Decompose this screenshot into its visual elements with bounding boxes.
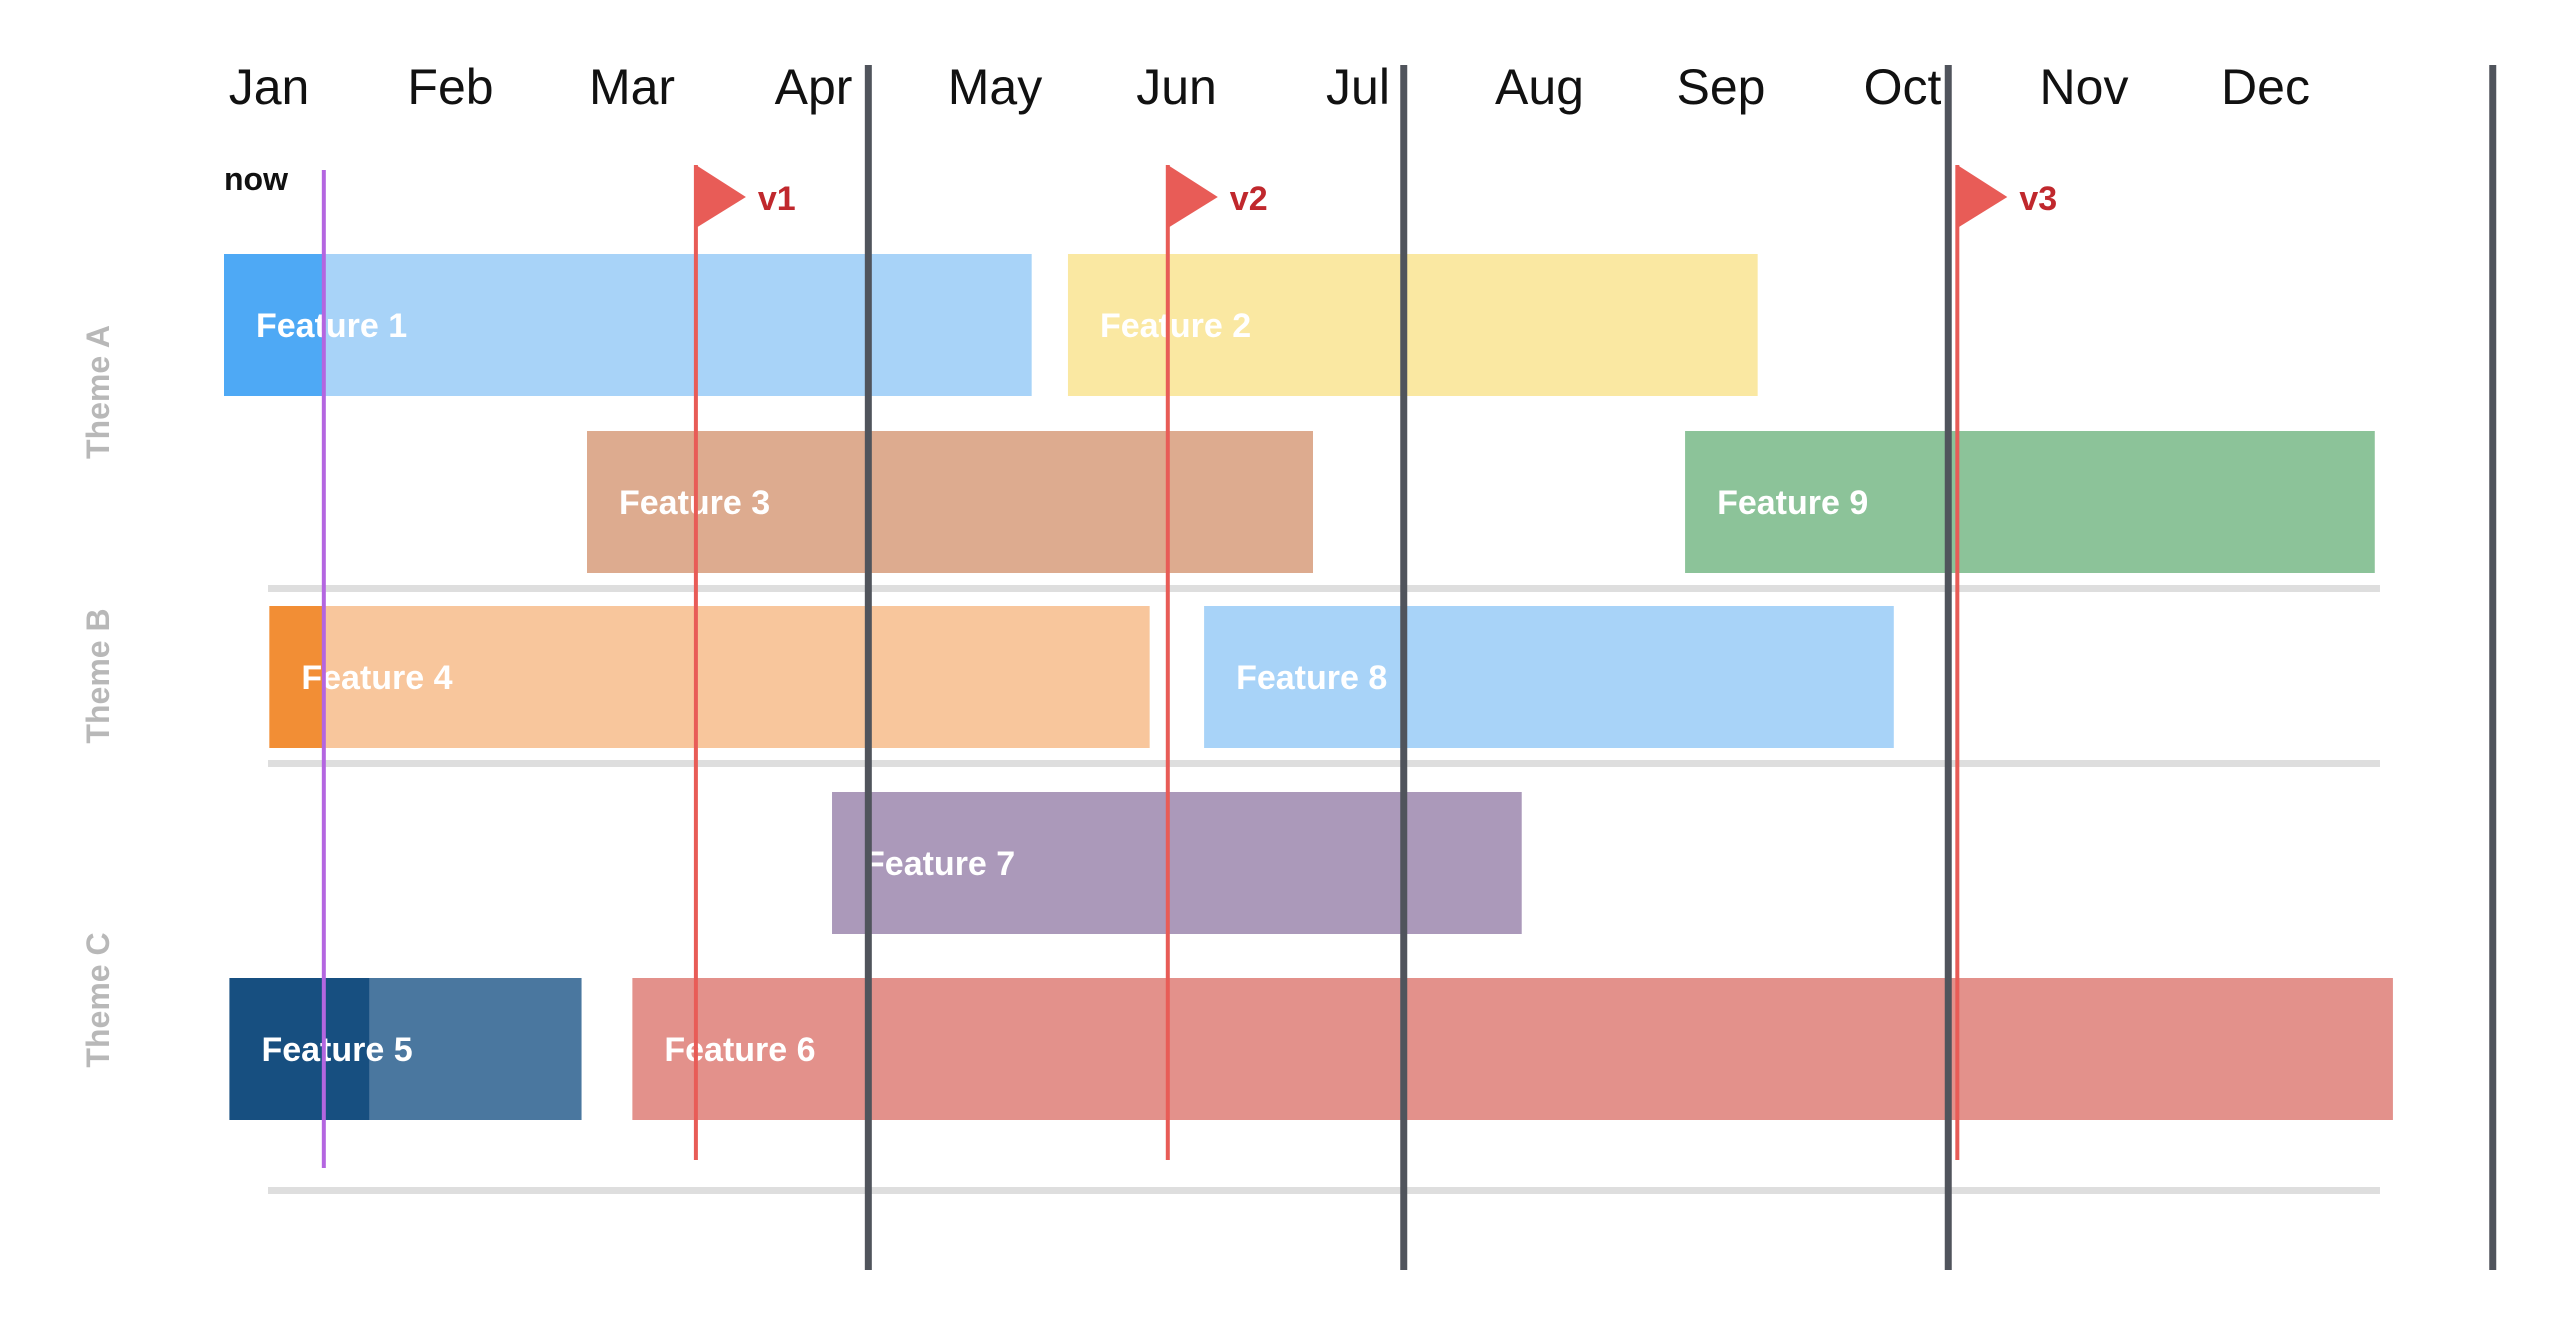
feature-bar: [224, 254, 1032, 396]
release-marker: v2: [1165, 165, 1268, 1160]
quarter-lines: [864, 65, 2497, 1270]
lane-dividers: [268, 585, 2380, 1194]
feature-bar: [632, 978, 2393, 1120]
feature-label: Feature 6: [664, 1031, 815, 1069]
release-flag-icon: [1167, 165, 1218, 228]
month-label: Mar: [589, 59, 675, 115]
lane-divider: [268, 1187, 2380, 1194]
feature-bars: Feature 1 Feature 2 Feature 3 Feature 9 Feat…: [224, 254, 2393, 1120]
feature-bar-group: Feature 8: [1204, 606, 1894, 748]
release-flag-icon: [695, 165, 746, 228]
month-label: Aug: [1495, 59, 1584, 115]
feature-label: Feature 5: [261, 1031, 412, 1069]
lane-divider: [268, 585, 2380, 592]
month-label: Apr: [775, 59, 853, 115]
month-label: May: [948, 59, 1042, 115]
feature-bar-group: Feature 9: [1685, 431, 2375, 573]
feature-bar-group: Feature 6: [632, 978, 2393, 1120]
month-label: Sep: [1677, 59, 1766, 115]
feature-label: Feature 8: [1236, 659, 1387, 697]
release-marker: v1: [693, 165, 796, 1160]
theme-label: Theme C: [80, 932, 116, 1067]
feature-label: Feature 9: [1717, 484, 1868, 522]
month-label: Jun: [1136, 59, 1217, 115]
release-label: v2: [1230, 180, 1268, 218]
feature-bar-group: Feature 7: [832, 792, 1522, 934]
feature-bar: [269, 606, 1150, 748]
feature-bar: [1685, 431, 2375, 573]
theme-labels: Theme A Theme B Theme C: [80, 325, 116, 1068]
release-flag-icon: [1957, 165, 2008, 228]
feature-bar: [1204, 606, 1894, 748]
feature-label: Feature 1: [256, 307, 407, 345]
feature-bar-group: Feature 2: [1067, 254, 1758, 396]
feature-bar: [587, 431, 1313, 573]
feature-bar-group: Feature 3: [587, 431, 1313, 573]
feature-progress-bar: [229, 978, 370, 1120]
theme-label: Theme A: [80, 325, 116, 459]
month-label: Feb: [407, 59, 493, 115]
feature-bar-group: Feature 4: [269, 606, 1150, 748]
month-label: Nov: [2040, 59, 2129, 115]
release-markers: v1 v2 v3: [693, 165, 2057, 1160]
feature-bar-group: Feature 5: [229, 978, 582, 1120]
lane-divider: [268, 760, 2380, 767]
month-label: Jul: [1326, 59, 1390, 115]
release-label: v3: [2019, 180, 2057, 218]
feature-bar-group: Feature 1: [224, 254, 1032, 396]
feature-progress-bar: [224, 254, 324, 396]
feature-label: Feature 4: [301, 659, 452, 697]
theme-label: Theme B: [80, 608, 116, 743]
release-label: v1: [758, 180, 796, 218]
month-label: Oct: [1864, 59, 1942, 115]
feature-label: Feature 2: [1100, 307, 1251, 345]
feature-progress-bar: [269, 606, 324, 748]
month-axis: Jan Feb Mar Apr May Jun Jul Aug Sep Oct Nov Dec: [229, 59, 2310, 115]
now-marker: now: [224, 161, 326, 1168]
feature-label: Feature 7: [864, 845, 1015, 883]
now-label: now: [224, 161, 288, 197]
feature-bar: [1067, 254, 1758, 396]
release-marker: v3: [1955, 165, 2057, 1160]
month-label: Jan: [229, 59, 310, 115]
month-label: Dec: [2221, 59, 2310, 115]
